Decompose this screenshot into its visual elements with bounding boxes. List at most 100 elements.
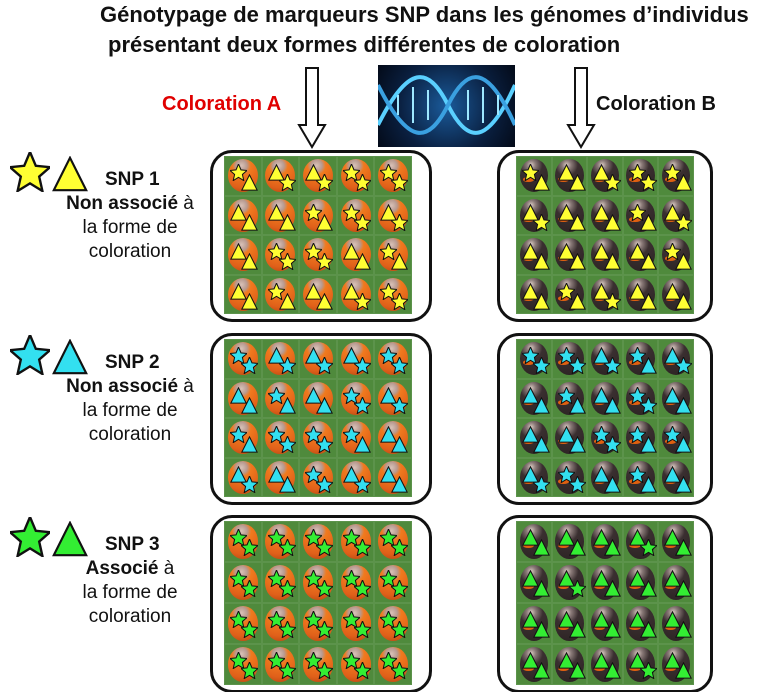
star-icon xyxy=(628,164,646,181)
triangle-icon xyxy=(522,611,539,628)
star-icon xyxy=(604,292,622,310)
individual xyxy=(658,418,694,458)
star-icon xyxy=(305,529,323,546)
individual xyxy=(261,644,300,685)
individual xyxy=(551,156,588,196)
triangle-icon xyxy=(342,282,360,300)
triangle-legend-icon xyxy=(52,156,88,192)
triangle-icon xyxy=(241,436,258,453)
individual xyxy=(587,603,623,644)
snp-name: SNP 1 xyxy=(105,169,160,190)
star-icon xyxy=(664,426,682,443)
star-icon xyxy=(639,539,657,556)
triangle-icon xyxy=(342,243,360,260)
triangle-icon xyxy=(593,570,611,587)
triangle-icon xyxy=(568,621,586,638)
star-icon xyxy=(278,580,296,597)
triangle-icon xyxy=(557,529,575,546)
triangle-icon xyxy=(675,662,693,679)
individual xyxy=(551,603,588,644)
triangle-icon xyxy=(675,174,693,191)
individuals-grid-a xyxy=(224,156,412,314)
individual xyxy=(261,274,300,314)
individual xyxy=(374,603,412,644)
individual xyxy=(516,235,552,275)
individual xyxy=(587,195,623,235)
star-legend-icon xyxy=(10,517,50,557)
individual xyxy=(336,235,375,275)
individual xyxy=(224,274,262,314)
individual xyxy=(658,339,694,379)
star-icon xyxy=(230,529,247,546)
triangle-icon xyxy=(522,529,539,546)
individual xyxy=(587,562,623,603)
triangle-icon xyxy=(639,253,657,270)
star-icon xyxy=(380,652,398,669)
individual xyxy=(516,418,552,458)
star-icon xyxy=(628,347,646,364)
individual xyxy=(336,274,375,314)
star-icon xyxy=(230,164,247,181)
star-icon xyxy=(316,253,334,270)
individual xyxy=(551,235,588,275)
star-icon xyxy=(391,396,409,414)
star-legend-icon xyxy=(10,335,50,375)
triangle-icon xyxy=(533,539,550,556)
triangle-icon xyxy=(568,292,586,310)
triangle-icon xyxy=(557,203,575,221)
star-icon xyxy=(305,611,323,628)
star-icon xyxy=(267,611,285,628)
individual xyxy=(551,521,588,562)
triangle-icon xyxy=(230,243,247,260)
individuals-grid-a xyxy=(224,339,412,497)
triangle-icon xyxy=(353,253,371,270)
triangle-icon xyxy=(316,396,334,414)
individual xyxy=(299,156,337,196)
dna-image xyxy=(378,65,515,147)
triangle-icon xyxy=(533,253,550,270)
individual xyxy=(622,418,659,458)
triangle-icon xyxy=(593,529,611,546)
individual xyxy=(336,339,375,379)
triangle-icon xyxy=(557,570,575,587)
star-icon xyxy=(241,662,258,679)
triangle-icon xyxy=(342,465,360,483)
triangle-icon xyxy=(628,243,646,260)
triangle-icon xyxy=(380,426,398,443)
star-icon xyxy=(391,662,409,679)
triangle-icon xyxy=(593,386,611,404)
individual xyxy=(224,156,262,196)
triangle-icon xyxy=(675,539,693,556)
snp-line3: coloration xyxy=(88,424,172,445)
star-icon xyxy=(241,621,258,638)
star-icon xyxy=(380,164,398,181)
individual xyxy=(516,562,552,603)
snp-name: SNP 3 xyxy=(105,534,160,555)
star-legend-icon xyxy=(10,152,50,192)
triangle-icon xyxy=(675,436,693,453)
star-icon xyxy=(639,396,657,414)
triangle-icon xyxy=(241,213,258,231)
triangle-icon xyxy=(639,213,657,231)
triangle-icon xyxy=(604,253,622,270)
triangle-icon xyxy=(380,386,398,404)
triangle-icon xyxy=(604,475,622,493)
triangle-icon xyxy=(568,213,586,231)
triangle-icon xyxy=(568,396,586,414)
triangle-icon xyxy=(557,652,575,669)
individual xyxy=(299,195,337,235)
individual xyxy=(587,235,623,275)
triangle-icon xyxy=(278,292,296,310)
individual xyxy=(299,457,337,497)
triangle-icon xyxy=(267,203,285,221)
triangle-legend-icon xyxy=(52,521,88,557)
individual xyxy=(516,378,552,418)
star-icon xyxy=(604,436,622,453)
individual xyxy=(299,274,337,314)
star-icon xyxy=(278,436,296,453)
triangle-icon xyxy=(522,282,539,300)
triangle-icon xyxy=(267,347,285,364)
individual xyxy=(299,521,337,562)
individual xyxy=(261,195,300,235)
